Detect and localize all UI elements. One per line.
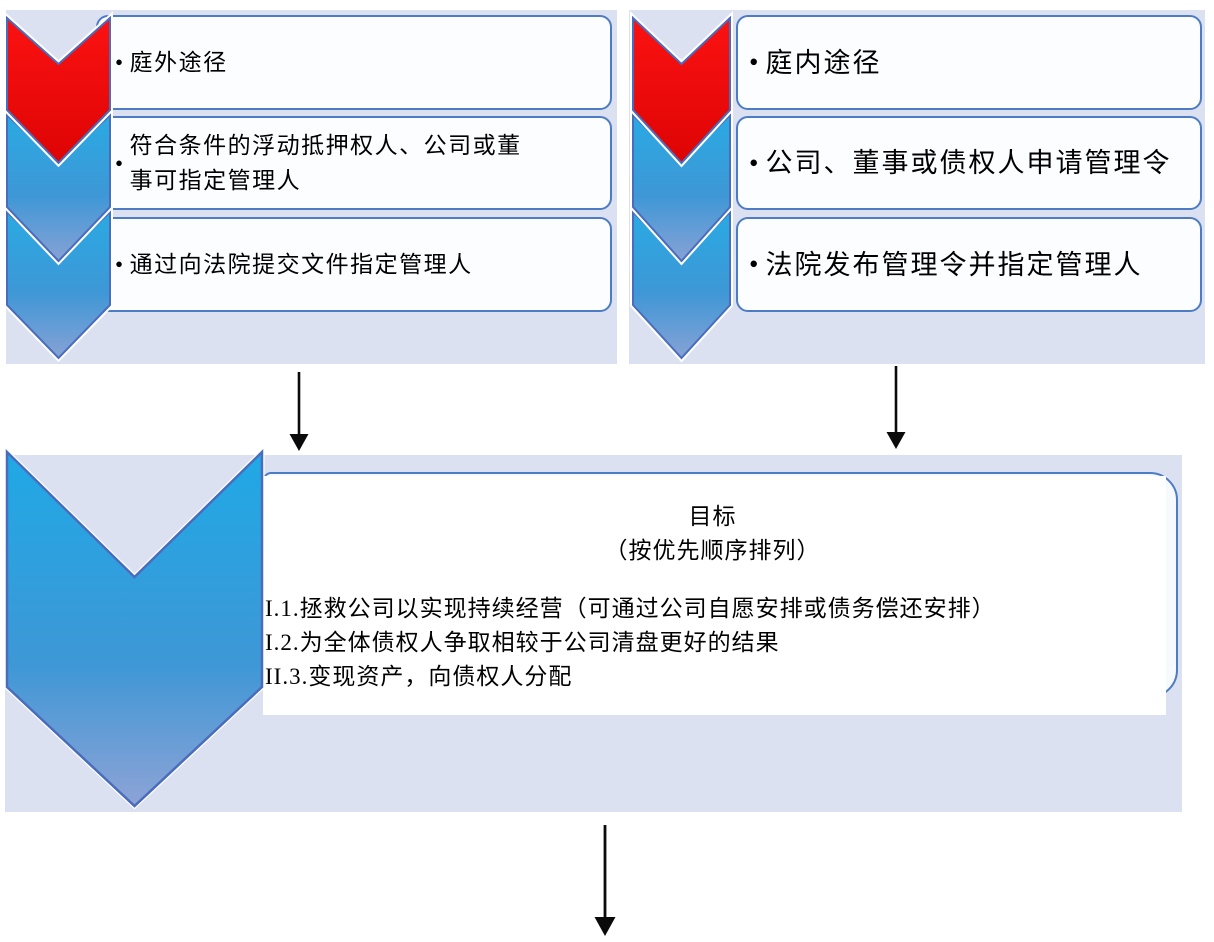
left-step-box-3: • 通过向法院提交文件指定管理人 (96, 217, 612, 312)
left-step-box-2: • 符合条件的浮动抵押权人、公司或董 事可指定管理人 (96, 116, 612, 210)
bullet-glyph: • (115, 252, 125, 277)
goal-content: 目标 （按优先顺序排列） I.1.拯救公司以实现持续经营（可通过公司自愿安排或债… (265, 500, 1160, 694)
left-step-text-3: 通过向法院提交文件指定管理人 (129, 252, 473, 277)
right-step-box-2: • 公司、董事或债权人申请管理令 (736, 116, 1202, 210)
left-step-text-1: 庭外途径 (129, 50, 228, 75)
right-step-text-3: 法院发布管理令并指定管理人 (765, 249, 1143, 280)
goal-box-fill (263, 476, 1166, 715)
right-step-box-1: • 庭内途径 (736, 15, 1202, 110)
goal-subtitle: （按优先顺序排列） (604, 538, 821, 563)
right-step-text-2: 公司、董事或债权人申请管理令 (765, 148, 1172, 178)
left-step-text-2: 符合条件的浮动抵押权人、公司或董 事可指定管理人 (129, 133, 522, 193)
bullet-glyph: • (749, 147, 761, 178)
right-step-box-3: • 法院发布管理令并指定管理人 (736, 217, 1202, 312)
left-connector-arrow (289, 372, 309, 451)
bullet-glyph: • (749, 47, 761, 77)
goal-title: 目标 (688, 504, 737, 529)
bottom-connector-arrow (594, 825, 616, 936)
right-step-text-1: 庭内途径 (765, 47, 882, 78)
bullet-glyph: • (749, 249, 761, 279)
left-step-box-1: • 庭外途径 (96, 15, 612, 110)
bullet-glyph: • (115, 150, 125, 176)
bullet-glyph: • (115, 50, 125, 75)
goal-items-list: I.1.拯救公司以实现持续经营（可通过公司自愿安排或债务偿还安排） I.2.为全… (265, 596, 996, 689)
right-connector-arrow (886, 366, 906, 449)
